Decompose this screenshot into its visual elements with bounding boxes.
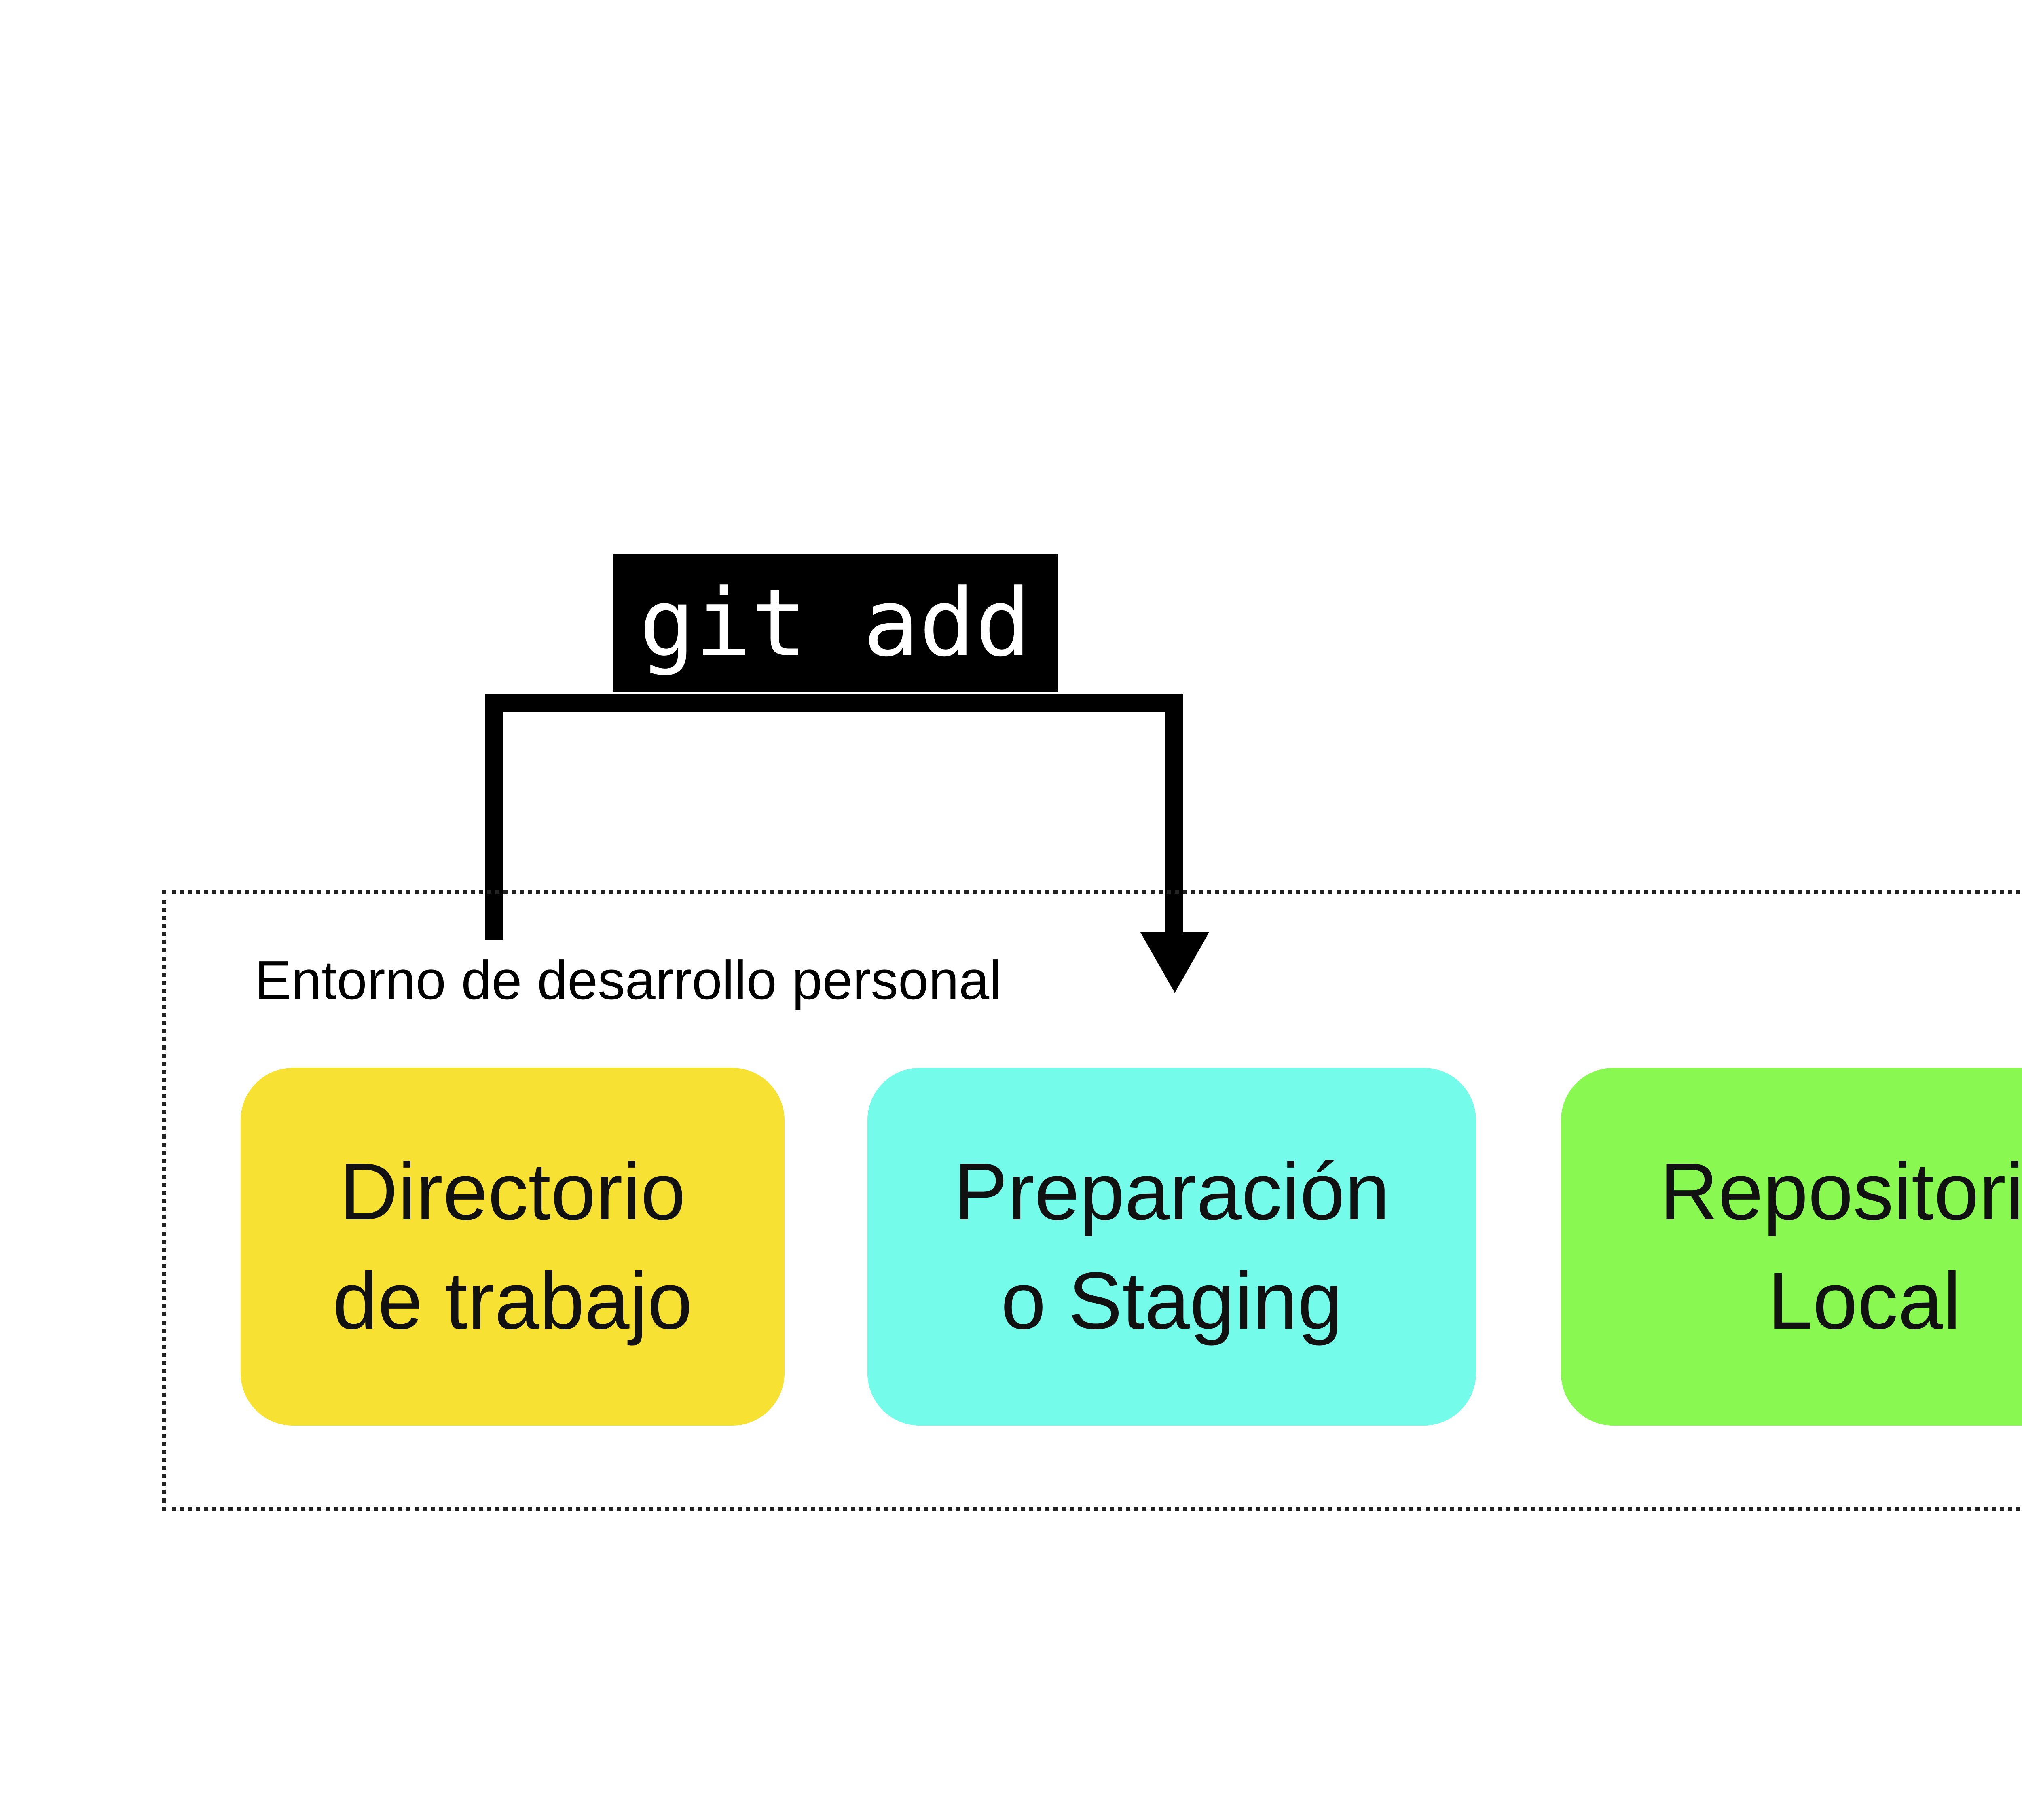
git-add-command-label: git add bbox=[613, 554, 1058, 692]
git-add-arrow-tail-leg bbox=[485, 694, 503, 940]
node-label-line: o Staging bbox=[1000, 1257, 1343, 1346]
node-working-directory: Directorio de trabajo bbox=[241, 1068, 785, 1426]
git-add-arrow-horizontal bbox=[485, 694, 1183, 712]
node-label-line: de trabajo bbox=[332, 1257, 693, 1346]
node-staging: Preparación o Staging bbox=[867, 1068, 1476, 1426]
node-label-line: Directorio bbox=[339, 1147, 686, 1237]
node-label-line: Local bbox=[1767, 1257, 1961, 1346]
node-label-line: Repositorio bbox=[1660, 1147, 2022, 1237]
personal-dev-environment-container: Entorno de desarrollo personal Directori… bbox=[162, 890, 2022, 1511]
node-local-repository: Repositorio Local bbox=[1561, 1068, 2022, 1426]
node-label-line: Preparación bbox=[954, 1147, 1390, 1237]
container-label: Entorno de desarrollo personal bbox=[255, 950, 1002, 1011]
arrowhead-down-icon bbox=[1140, 932, 1209, 993]
